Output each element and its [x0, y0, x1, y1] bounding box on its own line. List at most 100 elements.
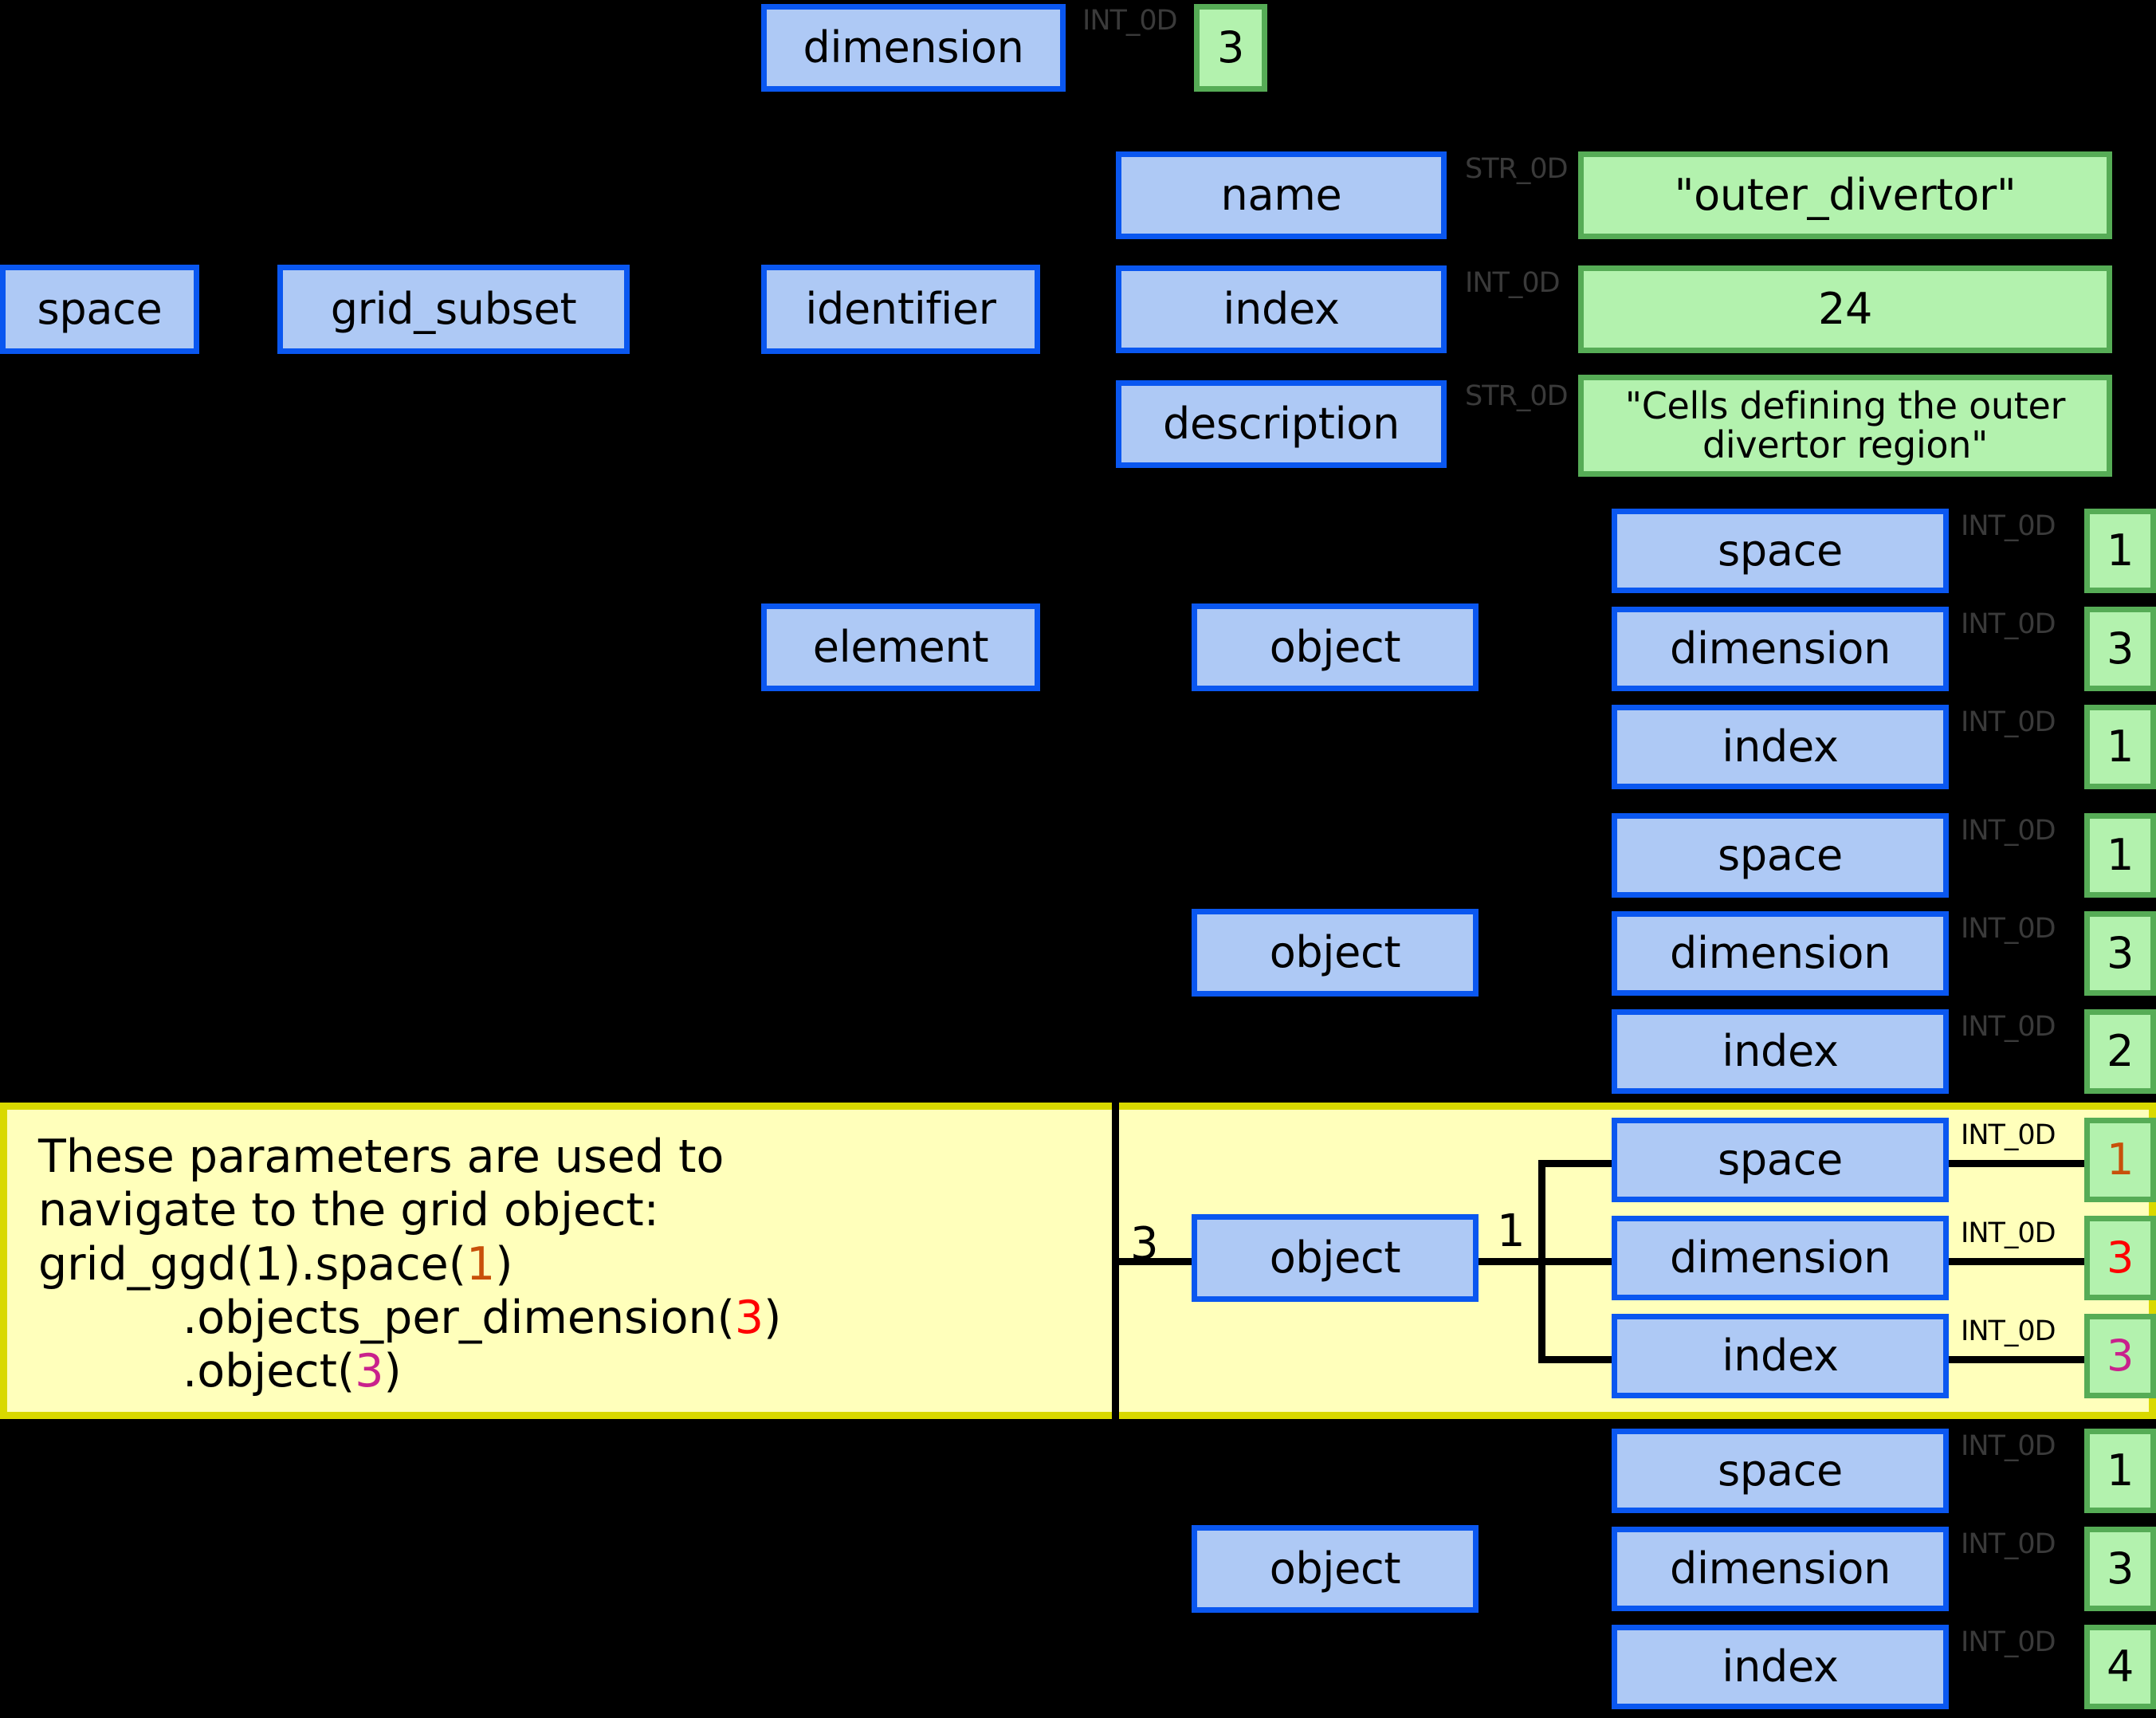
- value-index-3: 3: [2084, 1314, 2156, 1398]
- callout-line-4-suffix: ): [764, 1291, 782, 1344]
- node-name[interactable]: name: [1116, 151, 1447, 239]
- value-name: "outer_divertor": [1578, 151, 2112, 239]
- value-index-2: 2: [2084, 1009, 2156, 1094]
- type-label-index: INT_0D: [1465, 267, 1561, 299]
- callout-text: These parameters are used to navigate to…: [38, 1130, 1082, 1398]
- edge-to-object-3: [1112, 1258, 1192, 1265]
- edge-description-value: [1447, 423, 1578, 430]
- node-object-2[interactable]: object: [1192, 909, 1479, 997]
- node-dimension-3[interactable]: dimension: [1612, 1216, 1949, 1300]
- edge-dimension3-value: [1949, 1258, 2088, 1265]
- value-space-3: 1: [2084, 1118, 2156, 1202]
- node-description[interactable]: description: [1116, 380, 1447, 468]
- node-dimension-1[interactable]: dimension: [1612, 607, 1949, 691]
- edge-to-object-4: [1112, 1569, 1192, 1576]
- edge-to-description: [1082, 423, 1121, 430]
- callout-line-4-prefix: .objects_per_dimension(: [38, 1291, 735, 1344]
- node-index[interactable]: index: [1116, 265, 1447, 353]
- value-index-1: 1: [2084, 705, 2156, 789]
- edge-to-object-1: [1112, 647, 1192, 655]
- node-index-2[interactable]: index: [1612, 1009, 1949, 1094]
- value-description: "Cells defining the outer divertor regio…: [1578, 375, 2112, 477]
- highlight-band-callout: [0, 1103, 1116, 1419]
- node-grid-subset[interactable]: grid_subset: [277, 265, 630, 354]
- edge-index4-value: [1949, 1667, 2088, 1674]
- type-label-dimension-2: INT_0D: [1961, 913, 2056, 945]
- edge-object1-out: [1479, 647, 1558, 655]
- callout-line-5-prefix: .object(: [38, 1345, 355, 1398]
- edge-object3-space: [1538, 1160, 1612, 1167]
- edge-space-to-gridsubset: [198, 309, 277, 316]
- edge-element-out: [1040, 647, 1150, 655]
- node-object-4[interactable]: object: [1192, 1525, 1479, 1613]
- edge-index2-value: [1949, 1051, 2088, 1058]
- edge-objects-trunk: [1112, 647, 1119, 1572]
- edge-gridsubset-out: [630, 309, 764, 316]
- node-space-2[interactable]: space: [1612, 813, 1949, 898]
- value-space-4: 1: [2084, 1429, 2156, 1513]
- node-dimension-top[interactable]: dimension: [761, 4, 1066, 92]
- callout-objects-per-dimension-arg: 3: [734, 1291, 764, 1344]
- node-index-4[interactable]: index: [1612, 1625, 1949, 1709]
- edge-object3-dimension: [1538, 1258, 1612, 1265]
- type-label-space-3: INT_0D: [1961, 1119, 2056, 1151]
- edge-object1-index: [1538, 745, 1612, 753]
- value-index: 24: [1578, 265, 2112, 353]
- edge-dimension2-value: [1949, 953, 2088, 960]
- node-index-1[interactable]: index: [1612, 705, 1949, 789]
- edge-dimension4-value: [1949, 1569, 2088, 1576]
- type-label-space-2: INT_0D: [1961, 815, 2056, 847]
- value-dimension-1: 3: [2084, 607, 2156, 691]
- value-dimension-2: 3: [2084, 911, 2156, 996]
- node-object-1[interactable]: object: [1192, 603, 1479, 691]
- value-dimension-4: 3: [2084, 1527, 2156, 1611]
- type-label-dimension-4: INT_0D: [1961, 1528, 2056, 1560]
- edge-space4-value: [1949, 1471, 2088, 1478]
- value-space-2: 1: [2084, 813, 2156, 898]
- edge-to-object-2: [1112, 953, 1192, 960]
- edge-to-index: [1082, 309, 1121, 316]
- edge-object2-index: [1538, 1051, 1612, 1058]
- edge-object4-out: [1479, 1569, 1558, 1576]
- node-element[interactable]: element: [761, 603, 1040, 691]
- callout-line-3-suffix: ): [495, 1237, 513, 1291]
- callout-line-5-suffix: ): [383, 1345, 402, 1398]
- callout-line-1: These parameters are used to: [38, 1130, 725, 1183]
- edge-to-element: [721, 647, 763, 655]
- value-dimension-top: 3: [1194, 4, 1267, 92]
- type-label-description: STR_0D: [1465, 380, 1569, 412]
- edge-object2-dimension: [1538, 953, 1612, 960]
- multiplicity-object3-right: 1: [1497, 1205, 1526, 1257]
- type-label-index-4: INT_0D: [1961, 1626, 2056, 1658]
- edge-space1-value: [1949, 550, 2088, 557]
- callout-line-3-prefix: grid_ggd(1).space(: [38, 1237, 466, 1291]
- edge-space3-value: [1949, 1160, 2088, 1167]
- node-object-3[interactable]: object: [1192, 1214, 1479, 1302]
- callout-line-2: navigate to the grid object:: [38, 1184, 659, 1237]
- type-label-name: STR_0D: [1465, 153, 1569, 185]
- value-dimension-3: 3: [2084, 1216, 2156, 1300]
- node-space-1[interactable]: space: [1612, 509, 1949, 593]
- edge-object3-out: [1479, 1258, 1558, 1265]
- edge-to-name: [1082, 194, 1121, 201]
- edge-index-value: [1447, 309, 1578, 316]
- node-space-4[interactable]: space: [1612, 1429, 1949, 1513]
- edge-dimension1-value: [1949, 647, 2088, 655]
- edge-object1-space: [1538, 550, 1612, 557]
- node-space-root[interactable]: space: [0, 265, 199, 354]
- node-index-3[interactable]: index: [1612, 1314, 1949, 1398]
- node-identifier[interactable]: identifier: [761, 265, 1040, 354]
- type-label-dimension-top: INT_0D: [1082, 5, 1178, 37]
- node-space-3[interactable]: space: [1612, 1118, 1949, 1202]
- callout-space-arg: 1: [466, 1237, 496, 1291]
- edge-to-dimension-top: [721, 46, 763, 53]
- type-label-dimension-3: INT_0D: [1961, 1217, 2056, 1249]
- type-label-space-4: INT_0D: [1961, 1430, 2056, 1462]
- multiplicity-object3-left: 3: [1130, 1218, 1159, 1270]
- type-label-index-2: INT_0D: [1961, 1011, 2056, 1043]
- node-dimension-4[interactable]: dimension: [1612, 1527, 1949, 1611]
- edge-object4-space: [1538, 1471, 1612, 1478]
- node-dimension-2[interactable]: dimension: [1612, 911, 1949, 996]
- value-index-4: 4: [2084, 1625, 2156, 1709]
